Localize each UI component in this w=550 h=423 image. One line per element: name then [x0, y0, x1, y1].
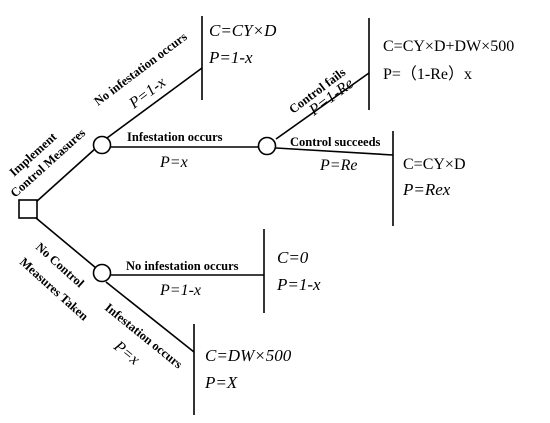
outcome-5-prob: P=X [204, 373, 238, 392]
edge-infestation-bottom [105, 281, 195, 353]
outcome-1-cost: C=CY×D [209, 21, 277, 40]
branch-prob-control-succeeds: P=Re [319, 157, 357, 174]
edge-control-fails [275, 72, 370, 140]
edge-root-to-implement [35, 147, 97, 203]
outcome-4-prob: P=1-x [276, 275, 321, 294]
branch-prob-infestation-bottom: P=x [110, 337, 143, 368]
chance-node-control [257, 136, 277, 156]
branch-prob-no-infestation-bottom: P=1-x [159, 282, 201, 299]
branch-prob-infestation-top: P=x [159, 154, 188, 171]
chance-node-no-control [92, 263, 112, 283]
outcome-3-cost: C=CY×D [403, 156, 466, 173]
outcome-3-prob: P=Rex [402, 180, 451, 199]
edge-no-infestation-top [106, 67, 203, 139]
outcome-2-prob: P=（1-Re）x [383, 65, 472, 83]
branch-label-no-infestation-bottom: No infestation occurs [126, 259, 239, 273]
outcome-4-cost: C=0 [277, 248, 309, 267]
branch-label-infestation-top: Infestation occurs [127, 130, 223, 144]
outcome-1-prob: P=1-x [208, 48, 253, 67]
edge-control-succeeds [275, 147, 394, 156]
chance-node-implement [92, 135, 112, 155]
outcome-5-cost: C=DW×500 [205, 346, 292, 365]
outcome-2-cost: C=CY×D+DW×500 [383, 38, 514, 55]
edge-root-to-no-control [35, 217, 97, 269]
decision-node-root [18, 199, 38, 219]
branch-label-control-succeeds: Control succeeds [290, 135, 381, 149]
